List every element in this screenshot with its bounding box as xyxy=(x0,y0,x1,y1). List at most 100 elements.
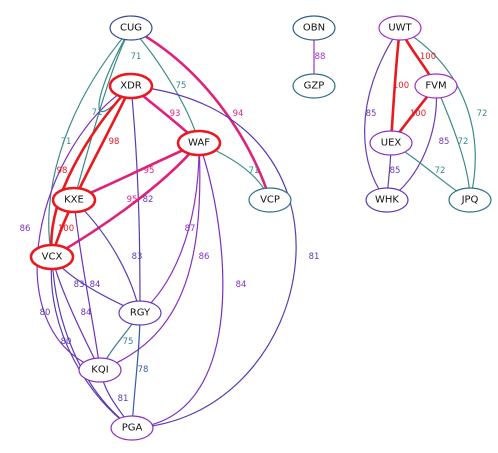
edge-weight-cug-kxe: 71 xyxy=(92,108,103,118)
node-obn[interactable]: OBN xyxy=(292,15,336,41)
node-xdr-label: XDR xyxy=(120,81,142,92)
edge-weight-waf-kqi: 86 xyxy=(199,252,210,262)
node-uwt-shape xyxy=(378,15,422,41)
node-vcp-shape xyxy=(248,187,292,213)
edge-uwt-jpq xyxy=(399,27,476,201)
node-vcx[interactable]: VCX xyxy=(29,243,75,271)
edge-weight-xdr-vcx: 98 xyxy=(57,166,68,176)
edge-weight-waf-vcp: 71 xyxy=(249,166,260,176)
edge-waf-kqi xyxy=(99,142,201,371)
node-uex[interactable]: UEX xyxy=(369,130,413,156)
edge-weight-vcx-pga: 80 xyxy=(61,337,72,347)
node-obn-label: OBN xyxy=(303,23,325,34)
edge-weight-uex-whk: 85 xyxy=(390,166,401,176)
node-fvm[interactable]: FVM xyxy=(414,73,458,99)
node-pga[interactable]: PGA xyxy=(110,415,154,441)
edge-vcx-pga xyxy=(51,256,133,429)
node-kqi-label: KQI xyxy=(91,365,108,376)
edge-weight-kxe-vcx: 100 xyxy=(58,224,74,234)
node-rgy-label: RGY xyxy=(130,308,151,319)
edge-weight-fvm-whk: 85 xyxy=(439,137,450,147)
node-waf-label: WAF xyxy=(188,138,210,149)
edge-uwt-whk xyxy=(364,27,401,201)
node-vcx-shape xyxy=(29,243,75,271)
edge-weight-waf-rgy: 87 xyxy=(185,224,196,234)
node-cug[interactable]: CUG xyxy=(109,15,153,41)
node-gzp-label: GZP xyxy=(304,81,325,92)
edge-weight-uex-jpq: 72 xyxy=(435,166,446,176)
node-waf-shape xyxy=(176,129,222,157)
edge-weight-uwt-uex: 100 xyxy=(393,81,409,91)
edge-weight-xdr-kqi: 86 xyxy=(20,224,31,234)
edge-weight-kqi-pga: 81 xyxy=(118,394,129,404)
edge-weight-fvm-jpq: 72 xyxy=(458,137,469,147)
node-kqi[interactable]: KQI xyxy=(78,357,122,383)
node-obn-shape xyxy=(292,15,336,41)
edge-weight-xdr-kxe: 98 xyxy=(109,137,120,147)
node-kxe-shape xyxy=(51,186,97,214)
edge-xdr-rgy xyxy=(130,85,141,314)
edge-kxe-rgy xyxy=(73,199,141,314)
edge-cug-vcx xyxy=(48,27,132,258)
edge-weight-xdr-waf: 93 xyxy=(170,109,181,119)
node-uex-shape xyxy=(369,130,413,156)
node-fvm-shape xyxy=(414,73,458,99)
edge-kxe-kqi xyxy=(73,199,101,371)
node-jpq-label: JPQ xyxy=(461,195,479,206)
edge-weight-uwt-jpq: 72 xyxy=(477,109,488,119)
edge-weight-vcx-kqi: 84 xyxy=(81,308,92,318)
node-cug-shape xyxy=(109,15,153,41)
edge-weight-waf-vcx: 95 xyxy=(127,195,138,205)
edge-weight-cug-vcp: 94 xyxy=(233,109,244,119)
node-vcp[interactable]: VCP xyxy=(248,187,292,213)
node-jpq[interactable]: JPQ xyxy=(448,187,492,213)
edge-waf-pga xyxy=(131,142,224,429)
edge-xdr-pga xyxy=(130,85,297,429)
node-uex-label: UEX xyxy=(381,138,402,149)
edge-xdr-vcx xyxy=(49,85,132,258)
node-vcx-label: VCX xyxy=(42,252,63,263)
node-uwt[interactable]: UWT xyxy=(378,15,422,41)
edge-weight-uwt-whk: 85 xyxy=(366,109,377,119)
node-whk-shape xyxy=(365,187,409,213)
edge-xdr-kqi xyxy=(36,85,132,371)
edge-vcx-kqi xyxy=(51,256,101,371)
edge-weight-kxe-kqi: 84 xyxy=(90,280,101,290)
edge-weight-rgy-kqi: 75 xyxy=(123,337,134,347)
node-waf[interactable]: WAF xyxy=(176,129,222,157)
node-whk-label: WHK xyxy=(375,195,399,206)
edge-weight-waf-pga: 84 xyxy=(236,280,247,290)
edge-weight-waf-kxe: 95 xyxy=(144,166,155,176)
node-xdr[interactable]: XDR xyxy=(108,72,154,100)
edge-weight-cug-waf: 75 xyxy=(176,81,187,91)
edge-cug-kxe xyxy=(73,27,132,201)
node-pga-label: PGA xyxy=(122,423,143,434)
nodes-layer: CUG XDR WAF KXE VCX VCP RGY KQI PGA OBN GZP UWT FVM U… xyxy=(29,15,492,441)
edge-labels-layer: 71 71 71 75 94 93 98 98 82 86 81 95 95 71 87 86 84 100 83 8… xyxy=(20,52,488,404)
node-cug-label: CUG xyxy=(120,23,142,34)
edge-weight-obn-gzp: 88 xyxy=(315,52,326,62)
node-jpq-shape xyxy=(448,187,492,213)
node-rgy-shape xyxy=(118,300,162,326)
node-pga-shape xyxy=(110,415,154,441)
node-xdr-shape xyxy=(108,72,154,100)
node-gzp-shape xyxy=(292,73,336,99)
edge-weight-cug-xdr: 71 xyxy=(131,52,142,62)
node-gzp[interactable]: GZP xyxy=(292,73,336,99)
edge-cug-vcp xyxy=(130,26,272,201)
edge-weight-cug-vcx: 71 xyxy=(61,137,72,147)
edge-weight-rgy-pga: 78 xyxy=(138,365,149,375)
node-kxe[interactable]: KXE xyxy=(51,186,97,214)
node-kqi-shape xyxy=(78,357,122,383)
node-whk[interactable]: WHK xyxy=(365,187,409,213)
node-rgy[interactable]: RGY xyxy=(118,300,162,326)
edge-weight-uwt-fvm: 100 xyxy=(420,52,436,62)
node-uwt-label: UWT xyxy=(388,23,412,34)
edge-weight-xdr-pga: 81 xyxy=(309,252,320,262)
edge-weight-fvm-uex: 100 xyxy=(410,109,426,119)
node-kxe-label: KXE xyxy=(64,195,84,206)
node-fvm-label: FVM xyxy=(425,81,446,92)
edge-weight-vcx-rgy: 83 xyxy=(74,280,85,290)
edge-weight-xdr-rgy: 82 xyxy=(143,195,154,205)
